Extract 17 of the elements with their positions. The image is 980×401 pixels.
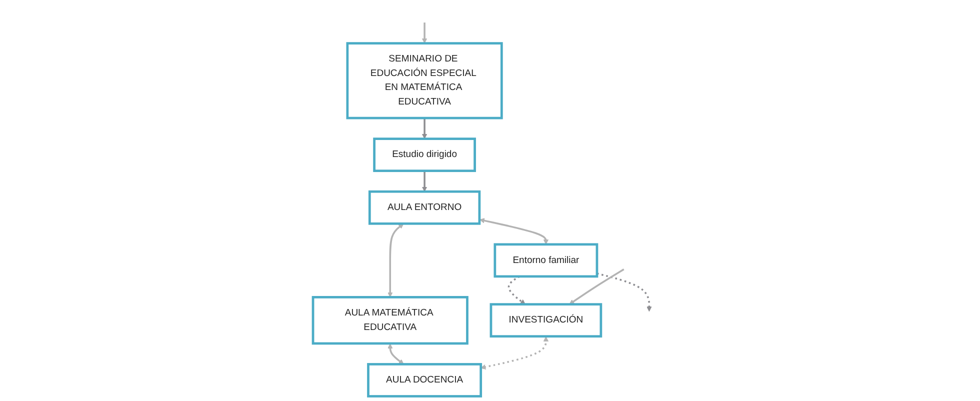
arrow (422, 170, 428, 192)
node-box: INVESTIGACIÓN (490, 303, 602, 338)
arrow (422, 118, 428, 140)
node-box: SEMINARIO DE EDUCACIÓN ESPECIAL EN MATEMÁTICA EDUCATIVA (346, 42, 503, 120)
arrow (596, 272, 652, 312)
arrow (388, 343, 404, 364)
node-box: Entorno familiar (494, 243, 598, 278)
arrow (479, 218, 549, 245)
arrow (569, 268, 624, 305)
arrow (388, 224, 404, 298)
node-box: AULA MATEMÁTICA EDUCATIVA (312, 296, 468, 345)
arrow (508, 276, 526, 305)
node-box: AULA ENTORNO (368, 190, 481, 225)
arrow (480, 336, 549, 370)
node-box: Estudio dirigido (373, 138, 476, 172)
node-box: AULA DOCENCIA (367, 363, 482, 398)
arrow (422, 22, 428, 44)
